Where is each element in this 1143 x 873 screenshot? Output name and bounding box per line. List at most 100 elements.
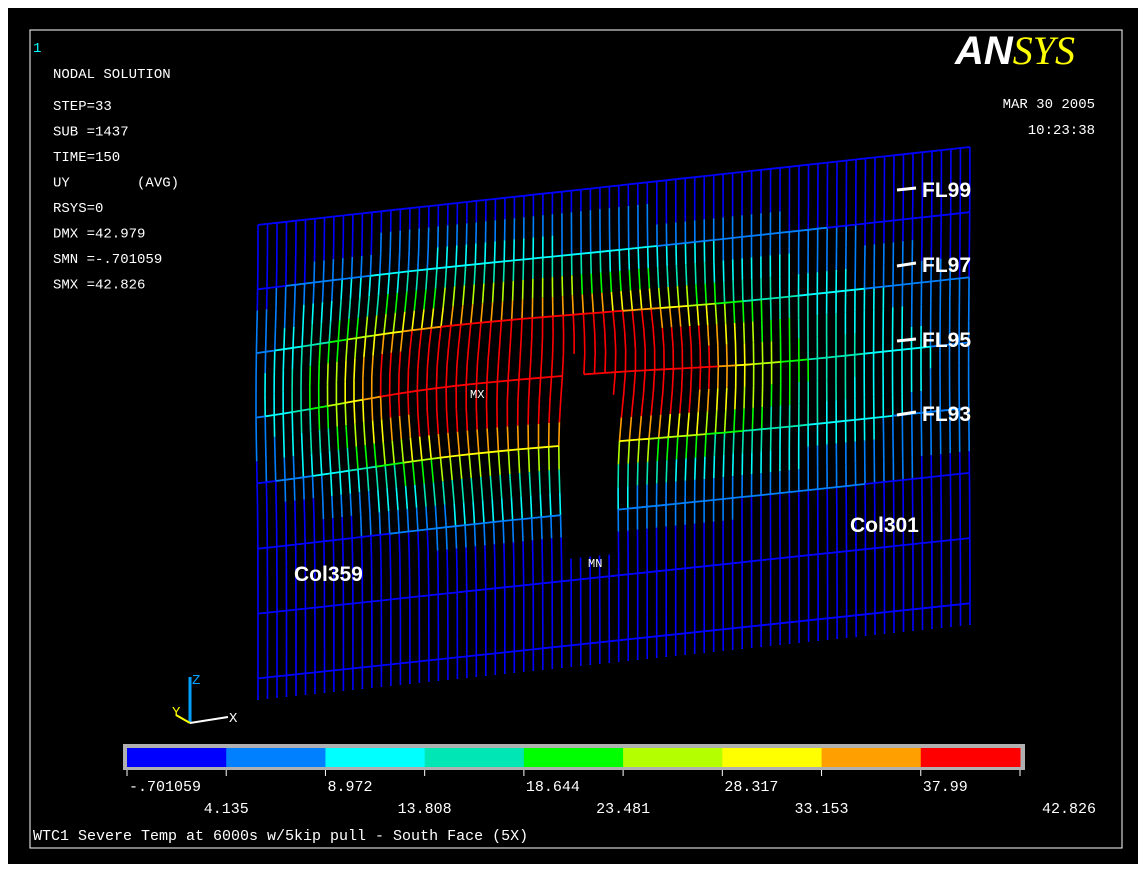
mesh-column-segment	[317, 364, 320, 386]
mesh-column-segment	[521, 279, 524, 300]
mesh-column-segment	[657, 414, 662, 439]
mesh-column-segment	[375, 466, 379, 490]
mesh-column-segment	[743, 386, 746, 409]
mesh-column-segment	[751, 430, 754, 453]
mesh-column-segment	[618, 249, 621, 271]
mesh-column-segment	[340, 494, 343, 518]
mesh-column-segment	[560, 375, 564, 399]
mesh-spandrel-segment	[883, 284, 894, 288]
floor-tick	[896, 410, 917, 417]
mesh-column-segment	[284, 501, 287, 524]
mesh-column-segment	[362, 422, 366, 446]
mesh-spandrel-segment	[808, 357, 818, 361]
mesh-column-segment	[697, 389, 701, 413]
mesh-column-segment	[453, 503, 457, 527]
mesh-spandrel-segment	[884, 610, 895, 614]
legend-swatch	[424, 748, 525, 767]
mesh-spandrel-segment	[930, 344, 941, 348]
mesh-column-segment	[656, 437, 660, 462]
mesh-spandrel-segment	[931, 475, 942, 478]
mesh-spandrel-segment	[618, 638, 629, 642]
mesh-column-segment	[398, 230, 401, 252]
mesh-column-segment	[456, 344, 460, 365]
mesh-column-segment	[484, 242, 487, 264]
mesh-spandrel-segment	[628, 572, 638, 576]
mesh-spandrel-segment	[436, 266, 447, 270]
mesh-spandrel-segment	[294, 476, 304, 480]
mesh-column-segment	[723, 302, 727, 324]
mesh-column-segment	[656, 245, 659, 268]
mesh-spandrel-segment	[348, 468, 359, 472]
mesh-spandrel-segment	[959, 472, 970, 475]
mesh-column-segment	[407, 531, 410, 554]
mesh-spandrel-segment	[950, 473, 960, 476]
mesh-column-segment	[426, 411, 430, 436]
mesh-column-segment	[725, 387, 728, 411]
mesh-spandrel-segment	[817, 552, 828, 556]
mesh-column-segment	[368, 275, 372, 297]
mesh-spandrel-segment	[495, 586, 505, 590]
mesh-column-segment	[480, 303, 484, 323]
mesh-column-segment	[373, 315, 378, 336]
mesh-spandrel-segment	[817, 356, 827, 360]
mesh-spandrel-segment	[846, 549, 857, 553]
mesh-spandrel-segment	[408, 269, 418, 273]
mesh-spandrel-segment	[713, 238, 724, 241]
header-line: SUB =1437	[53, 125, 129, 141]
mesh-spandrel-segment	[741, 560, 752, 564]
mesh-spandrel-segment	[665, 503, 676, 506]
logo-prefix: AN	[954, 29, 1014, 73]
mesh-column-segment	[396, 272, 400, 293]
mesh-column-segment	[510, 300, 514, 320]
mesh-column-segment	[416, 369, 419, 391]
mesh-spandrel-segment	[267, 221, 278, 225]
mesh-spandrel-segment	[656, 569, 667, 573]
mesh-spandrel-segment	[761, 427, 771, 431]
mesh-spandrel-segment	[808, 162, 819, 166]
mesh-column-segment	[367, 490, 371, 514]
mesh-spandrel-segment	[742, 625, 752, 629]
mesh-column-segment	[293, 478, 296, 501]
mesh-column-segment	[344, 402, 347, 426]
mesh-spandrel-segment	[352, 601, 363, 605]
mesh-column-segment	[734, 387, 737, 410]
mesh-spandrel-segment	[533, 647, 543, 651]
mesh-spandrel-segment	[431, 456, 441, 460]
mesh-column-segment	[440, 307, 444, 327]
mesh-spandrel-segment	[697, 303, 707, 306]
mesh-spandrel-segment	[421, 458, 432, 461]
mesh-column-segment	[354, 423, 358, 447]
mesh-column-segment	[665, 244, 668, 267]
mesh-column-segment	[742, 301, 745, 323]
mesh-column-segment	[302, 304, 305, 326]
mesh-spandrel-segment	[713, 628, 724, 632]
mesh-spandrel-segment	[266, 480, 276, 484]
mesh-column-segment	[264, 330, 267, 352]
plot-frame	[29, 29, 1123, 849]
mesh-column-segment	[548, 399, 551, 424]
mesh-column-segment	[381, 333, 385, 355]
mesh-spandrel-segment	[333, 214, 344, 218]
mesh-column-segment	[416, 390, 419, 414]
mesh-spandrel-segment	[600, 249, 610, 253]
mesh-column-segment	[661, 327, 665, 349]
mesh-column-segment	[357, 297, 361, 318]
mesh-spandrel-segment	[931, 149, 942, 153]
mesh-spandrel-segment	[276, 285, 286, 288]
mesh-column-segment	[326, 363, 329, 385]
mesh-column-segment	[407, 370, 410, 393]
mesh-spandrel-segment	[255, 415, 266, 419]
mesh-spandrel-segment	[512, 518, 523, 521]
mesh-spandrel-segment	[357, 467, 368, 471]
mesh-column-segment	[309, 366, 312, 388]
mesh-column-segment	[455, 548, 458, 571]
mesh-spandrel-segment	[960, 537, 970, 540]
mesh-column-segment	[501, 281, 505, 302]
legend-swatch	[722, 748, 823, 767]
mesh-spandrel-segment	[476, 381, 487, 385]
mesh-spandrel-segment	[753, 362, 763, 365]
mesh-column-segment	[493, 544, 496, 567]
mesh-column-segment	[520, 496, 523, 520]
mesh-column-segment	[752, 385, 755, 408]
